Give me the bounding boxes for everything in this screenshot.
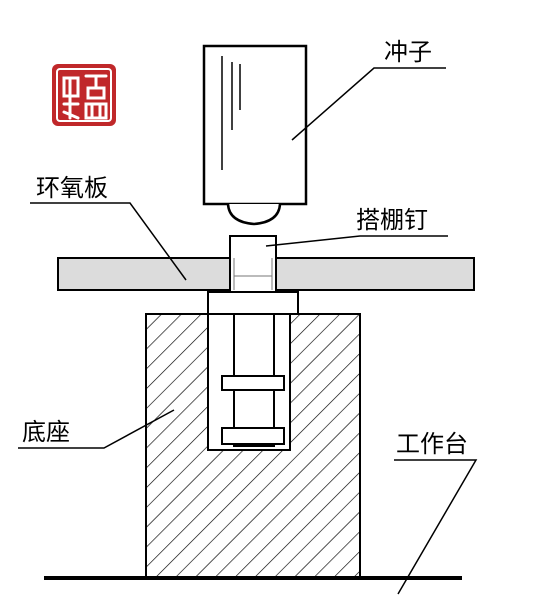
scaffold-nail [207, 235, 299, 447]
punch [202, 44, 308, 226]
leader-base [18, 409, 175, 449]
label-epoxy-board: 环氧板 [36, 174, 108, 202]
leader-punch [291, 67, 446, 141]
leader-scaffold-nail [265, 235, 448, 247]
seal-stamp [52, 64, 116, 126]
label-scaffold-nail: 搭棚钉 [356, 206, 428, 234]
leader-lines [18, 67, 478, 595]
leader-workbench [394, 459, 478, 595]
label-punch: 冲子 [384, 38, 432, 66]
leader-epoxy-board [30, 202, 187, 281]
label-base: 底座 [22, 418, 70, 446]
label-workbench: 工作台 [396, 430, 468, 458]
